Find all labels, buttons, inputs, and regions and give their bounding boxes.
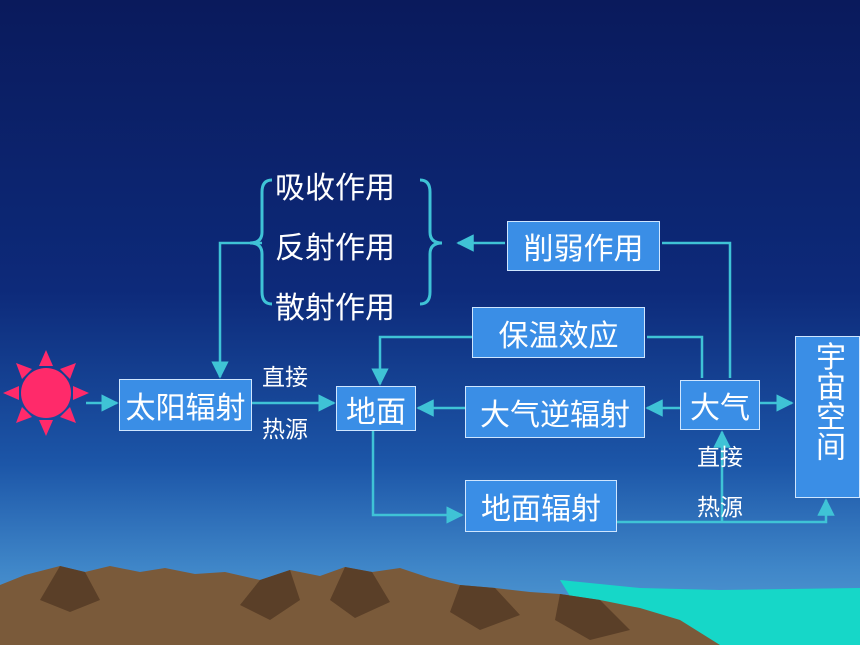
- left-brace: [249, 178, 273, 306]
- direct-label-1: 直接: [262, 365, 308, 391]
- solar-radiation-box: 太阳辐射: [119, 379, 252, 431]
- radiation-to-space-arrow: [617, 498, 835, 524]
- weakening-box: 削弱作用: [507, 221, 660, 271]
- atmosphere-box: 大气: [680, 380, 760, 430]
- heat-source-label-2: 热源: [697, 495, 743, 521]
- heat-source-label-1: 热源: [262, 417, 308, 443]
- space-box: 宇宙空间: [795, 336, 860, 498]
- ground-box: 地面: [336, 386, 416, 431]
- insulation-to-ground-arrow: [371, 335, 472, 386]
- atmosphere-to-weakening-line: [662, 241, 732, 378]
- direct-label-2: 直接: [697, 445, 743, 471]
- atmospheric-counter-radiation-box: 大气逆辐射: [465, 386, 645, 438]
- absorption-label: 吸收作用: [275, 171, 395, 206]
- effects-to-solar-arrow: [211, 241, 262, 379]
- insulation-box: 保温效应: [472, 307, 645, 358]
- scattering-label: 散射作用: [275, 291, 395, 326]
- ground-radiation-box: 地面辐射: [465, 480, 617, 532]
- atmosphere-to-insulation-line: [647, 335, 704, 378]
- reflection-label: 反射作用: [275, 231, 395, 266]
- right-brace: [419, 178, 443, 306]
- ground-to-radiation-arrow: [371, 431, 464, 524]
